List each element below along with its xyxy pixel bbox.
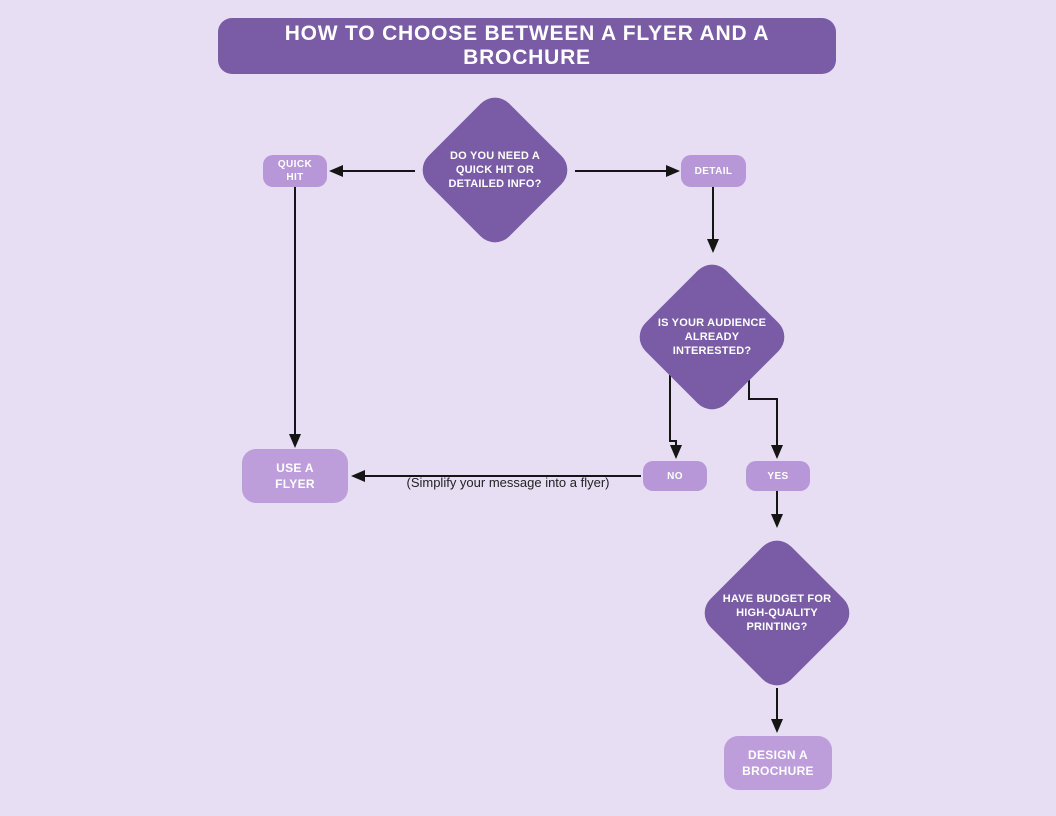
decision-budget-printing: HAVE BUDGET FOR HIGH-QUALITY PRINTING? (696, 532, 858, 694)
node-design-a-brochure: DESIGN A BROCHURE (724, 736, 832, 790)
node-yes: YES (746, 461, 810, 491)
arrow-q2-to-yes (748, 380, 783, 459)
node-quick-hit: QUICK HIT (263, 155, 327, 187)
node-design-a-brochure-label: DESIGN A BROCHURE (742, 748, 814, 778)
page-title: HOW TO CHOOSE BETWEEN A FLYER AND A BROC… (218, 18, 836, 74)
node-use-a-flyer: USE A FLYER (242, 449, 348, 503)
node-use-a-flyer-label: USE A FLYER (275, 461, 315, 491)
node-detail: DETAIL (681, 155, 746, 187)
arrow-q2-to-no (669, 375, 682, 459)
annotation-simplify-note: (Simplify your message into a flyer) (406, 475, 610, 490)
decision-budget-printing-label: HAVE BUDGET FOR HIGH-QUALITY PRINTING? (722, 593, 832, 633)
node-detail-label: DETAIL (694, 165, 733, 177)
node-no: NO (643, 461, 707, 491)
node-no-label: NO (667, 470, 683, 482)
decision-audience-interested-label: IS YOUR AUDIENCE ALREADY INTERESTED? (657, 317, 767, 357)
decision-audience-interested: IS YOUR AUDIENCE ALREADY INTERESTED? (631, 256, 793, 418)
decision-quick-or-detail: DO YOU NEED A QUICK HIT OR DETAILED INFO… (414, 89, 576, 251)
node-yes-label: YES (767, 470, 789, 482)
decision-quick-or-detail-label: DO YOU NEED A QUICK HIT OR DETAILED INFO… (448, 150, 542, 190)
node-quick-hit-label: QUICK HIT (277, 159, 313, 183)
